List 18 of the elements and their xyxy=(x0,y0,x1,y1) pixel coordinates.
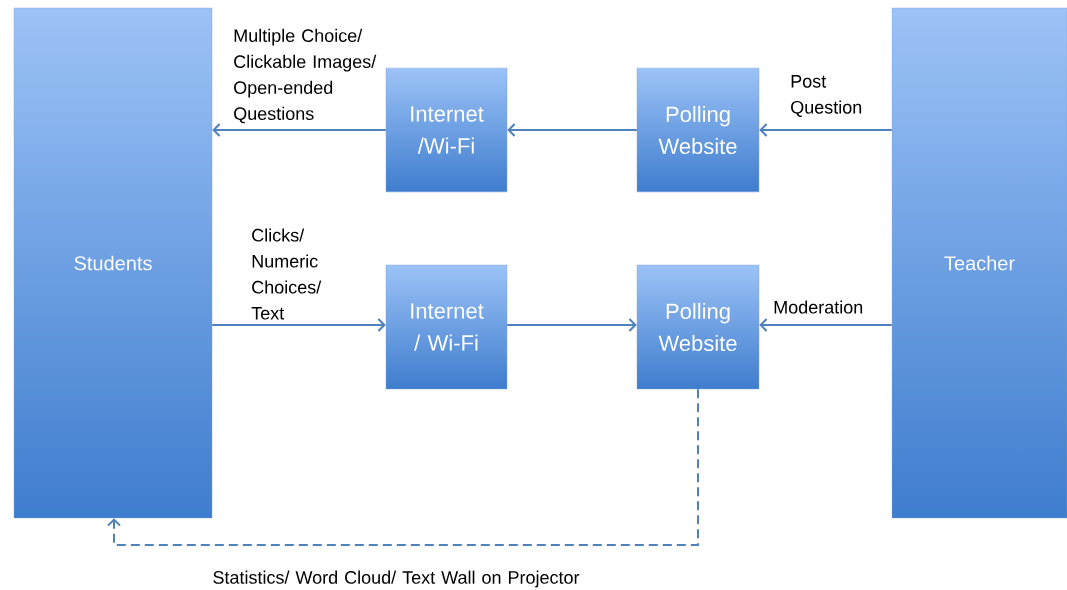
process-box: Internet /Wi-Fi xyxy=(385,67,508,193)
participant-box: Teacher xyxy=(891,7,1067,519)
edge-label: Clicks/ Numeric Choices/ Text xyxy=(251,228,322,320)
edge-label: Post Question xyxy=(791,75,862,117)
edge-label: Multiple Choice/ Clickable Images/ Open-ended Questions xyxy=(234,28,377,124)
arrow xyxy=(759,123,893,137)
process-box: Polling Website xyxy=(636,67,760,193)
edge-label: Statistics/ Word Cloud/ Text Wall on Projector xyxy=(213,570,580,588)
arrow xyxy=(759,318,893,332)
arrow xyxy=(212,123,387,137)
participant-box: Students xyxy=(13,7,213,519)
process-box: Internet / Wi-Fi xyxy=(385,264,508,390)
process-box: Polling Website xyxy=(636,264,760,390)
arrow xyxy=(507,123,638,137)
arrow xyxy=(506,318,637,332)
arrow xyxy=(211,318,386,332)
edge-label: Moderation xyxy=(774,300,863,314)
arrow xyxy=(107,388,699,546)
